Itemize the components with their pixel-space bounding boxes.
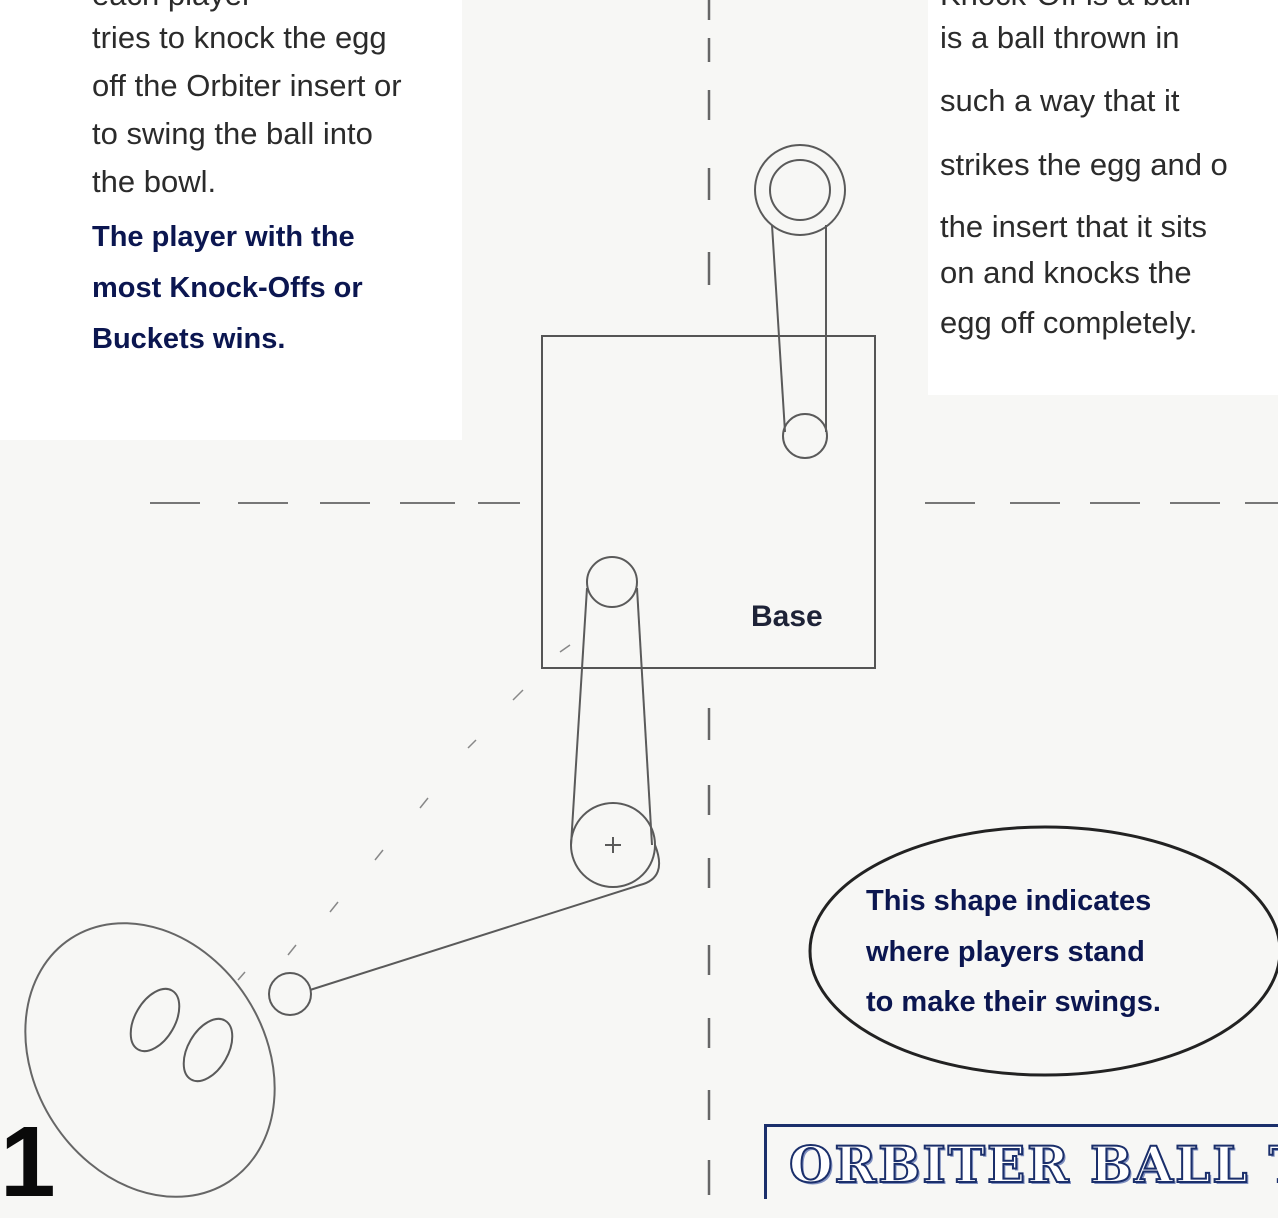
right-text-line: on and knocks the: [940, 252, 1192, 294]
left-text-line: tries to knock the egg: [92, 17, 387, 59]
top-swing-circle-inner: [770, 160, 830, 220]
left-text-line: the bowl.: [92, 161, 216, 203]
stand-note-line: This shape indicates: [866, 877, 1151, 925]
thrown-ball: [269, 973, 311, 1015]
title-banner: ORBITER BALL TOSS: [764, 1124, 1278, 1199]
right-text-fragment: Knock-Off is a ball: [940, 0, 1191, 16]
page-number: 1: [0, 1112, 56, 1212]
banner-title: ORBITER BALL TOSS: [789, 1135, 1278, 1194]
top-swing-circle-outer: [755, 145, 845, 235]
left-text-line: off the Orbiter insert or: [92, 65, 402, 107]
right-text-line: the insert that it sits: [940, 206, 1207, 248]
stand-note-line: where players stand: [866, 928, 1145, 976]
bottom-swing-ball: [587, 557, 637, 607]
left-text-fragment: each player: [92, 0, 252, 16]
bowl-hole-1: [121, 981, 190, 1060]
right-text-line: strikes the egg and o: [940, 144, 1228, 186]
swing-path: [310, 845, 659, 990]
right-text-line: is a ball thrown in: [940, 17, 1180, 59]
rule-bold-line: Buckets wins.: [92, 315, 285, 363]
stand-note-line: to make their swings.: [866, 978, 1161, 1026]
right-text-line: egg off completely.: [940, 302, 1197, 344]
base-label: Base: [751, 600, 823, 634]
right-text-line: such a way that it: [940, 80, 1180, 122]
rule-bold-line: most Knock-Offs or: [92, 264, 363, 312]
rule-bold-line: The player with the: [92, 213, 355, 261]
left-text-line: to swing the ball into: [92, 113, 373, 155]
throw-trajectory: [238, 645, 570, 980]
bowl-hole-2: [174, 1011, 243, 1090]
top-swing-ball: [783, 414, 827, 458]
